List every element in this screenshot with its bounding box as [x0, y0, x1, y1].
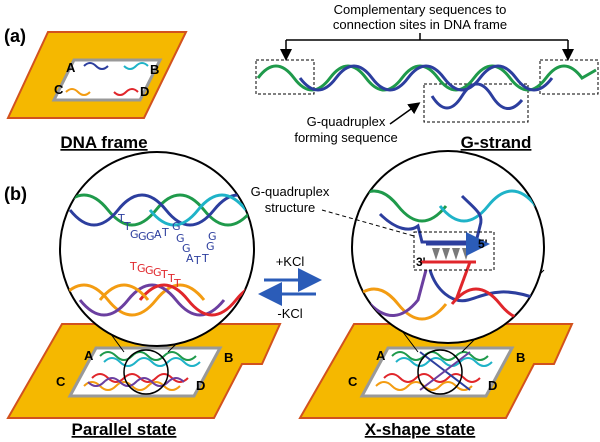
x-shape-zoom-circle: 5' 3' — [351, 150, 545, 344]
seq-blue-9: G — [182, 242, 191, 255]
caption-g-strand: G-strand — [461, 133, 532, 152]
structure-pointer — [321, 209, 415, 237]
corner-d-left: D — [196, 378, 205, 393]
seq-blue-2: G — [130, 228, 139, 241]
seq-blue-11: T — [193, 254, 201, 267]
kcl-arrows: +KCl -KCl — [258, 254, 322, 321]
seq-blue-3: G — [138, 230, 147, 243]
corner-a-left: A — [84, 348, 94, 363]
caption-parallel-state: Parallel state — [72, 420, 177, 439]
callout-top-line1: Complementary sequences to — [334, 2, 507, 17]
seq-blue-8: G — [176, 232, 185, 245]
end-3-prime: 3' — [416, 255, 426, 269]
g-quadruplex-box — [413, 231, 495, 271]
seq-blue-5: A — [154, 228, 162, 241]
corner-b-right: B — [516, 350, 525, 365]
callout-top-line2: connection sites in DNA frame — [333, 17, 507, 32]
seq-blue-7: G — [172, 220, 181, 233]
corner-b-left: B — [224, 350, 233, 365]
seq-red-1: G — [137, 262, 146, 275]
seq-red-3: G — [153, 266, 162, 279]
parallel-state-frame: A B C D — [6, 323, 282, 419]
corner-d-right: D — [488, 378, 497, 393]
corner-c-a: C — [54, 82, 64, 97]
seq-blue-12: T — [201, 252, 209, 265]
end-5-prime: 5' — [478, 237, 488, 251]
corner-a-right: A — [376, 348, 386, 363]
structure-label-line2: structure — [265, 200, 316, 215]
seq-red-0: T — [129, 260, 137, 273]
corner-b-a: B — [150, 62, 159, 77]
seq-red-4: T — [160, 268, 168, 281]
label-plus-kcl: +KCl — [276, 254, 305, 269]
corner-a-a: A — [66, 60, 76, 75]
seq-red-5: T — [167, 272, 175, 285]
seq-red-2: G — [145, 264, 154, 277]
g-strand-diagram: Complementary sequences to connection si… — [255, 2, 599, 145]
caption-x-shape-state: X-shape state — [365, 420, 476, 439]
dna-frame-a: A B C D — [6, 31, 188, 119]
seq-blue-6: T — [161, 226, 169, 239]
structure-label-line1: G-quadruplex — [251, 184, 330, 199]
seq-blue-1: T — [123, 220, 131, 233]
corner-c-left: C — [56, 374, 66, 389]
panel-a-label: (a) — [4, 26, 26, 46]
seq-blue-4: G — [146, 230, 155, 243]
corner-d-a: D — [140, 84, 149, 99]
seq-blue-14: G — [208, 230, 217, 243]
panel-b-label: (b) — [4, 184, 27, 204]
seq-blue-0: T — [117, 212, 125, 225]
seq-blue-10: A — [186, 252, 194, 265]
caption-dna-frame: DNA frame — [60, 133, 147, 152]
seq-blue-13: G — [206, 240, 215, 253]
callout-bottom-line2: forming sequence — [294, 130, 397, 145]
seq-red-6: T — [173, 277, 181, 290]
x-shape-state-frame: A B C D — [298, 323, 574, 419]
corner-c-right: C — [348, 374, 358, 389]
parallel-zoom-circle: T T G G G A T G G G A T T G G T G G G T … — [59, 151, 255, 347]
label-minus-kcl: -KCl — [277, 306, 302, 321]
callout-bottom-line1: G-quadruplex — [307, 114, 386, 129]
